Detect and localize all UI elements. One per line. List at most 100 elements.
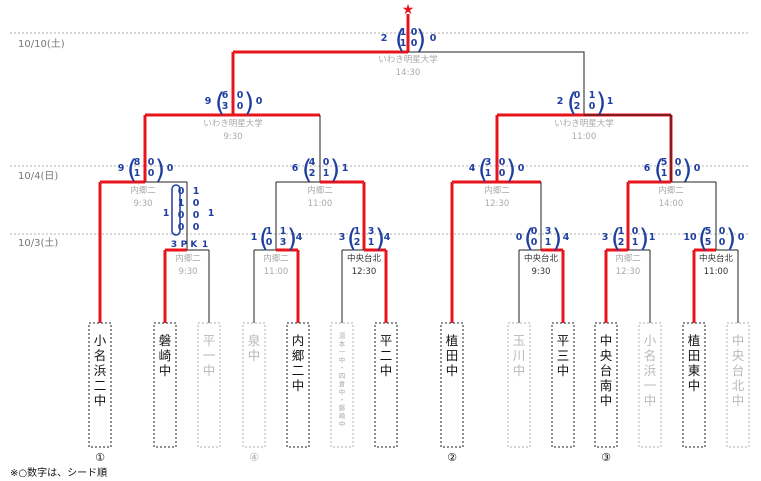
r1-5-time: 12:30 <box>616 267 641 277</box>
sf2-h2-right: 0 <box>589 101 596 112</box>
final-h1-right: 0 <box>411 27 418 38</box>
score-r1-2: 1 ( 1 1 0 3 ) 4 <box>251 224 303 254</box>
score-final: 2 ( 1 0 1 0 ) 0 <box>381 25 437 55</box>
score-qf2: 6 ( 4 0 2 1 ) 1 <box>292 155 349 185</box>
team-boxes <box>88 322 750 448</box>
r1-3-right-score: 4 <box>384 232 391 243</box>
qf1-right-score: 0 <box>167 163 174 174</box>
paren-right-icon: ) <box>639 224 649 254</box>
r1-1-h1-left: 0 <box>178 186 185 197</box>
bracket-lines <box>98 14 739 323</box>
qf1-h2-right: 0 <box>148 168 155 179</box>
qf3-h1-right: 0 <box>499 157 506 168</box>
sf1-h1-left: 6 <box>222 90 229 101</box>
team-label: 平三中 <box>557 333 570 378</box>
r1-6-h2-right: 0 <box>719 237 726 248</box>
score-qf3: 4 ( 3 0 1 0 ) 0 <box>469 155 525 185</box>
paren-right-icon: ) <box>375 224 385 254</box>
qf4-time: 14:00 <box>659 199 684 209</box>
paren-left-icon: ( <box>698 224 708 254</box>
team-names: 小名浜二中 磐崎中 平一中 泉中 内郷二中 湯本一中・四倉中・磐崎中 平二中 植… <box>94 331 745 428</box>
r1-1-et2-left: 0 <box>178 222 185 233</box>
seed-note: ※○数字は、シード順 <box>10 466 107 479</box>
r1-3-venue: 中央台北 <box>347 253 382 264</box>
qf1-h2-left: 1 <box>134 168 141 179</box>
qf1-h1-right: 0 <box>148 157 155 168</box>
qf3-h1-left: 3 <box>485 157 492 168</box>
r1-1-et2-right: 0 <box>193 222 200 233</box>
paren-left-icon: ( <box>611 224 621 254</box>
r1-4-h2-left: 0 <box>531 237 538 248</box>
sf1-left-score: 9 <box>205 96 212 107</box>
r1-3-time: 12:30 <box>352 267 377 277</box>
qf1-h1-left: 8 <box>134 157 141 168</box>
qf4-right-score: 0 <box>694 163 701 174</box>
final-left-score: 2 <box>381 33 388 44</box>
r1-2-time: 11:00 <box>264 267 289 277</box>
qf4-left-score: 6 <box>644 163 651 174</box>
r1-6-right-score: 0 <box>738 232 745 243</box>
r1-1-et1-right: 0 <box>193 210 200 221</box>
score-r1-1: 1 0 1 1 0 0 0 0 0 1 3 P K 1 <box>163 184 214 250</box>
score-r1-6: 10 ( 5 0 5 0 ) 0 <box>683 224 744 254</box>
qf2-h1-left: 4 <box>309 157 316 168</box>
qf2-venue: 内郷二 <box>307 185 333 196</box>
sf2-time: 11:00 <box>572 132 597 142</box>
sf2-h1-left: 0 <box>574 90 581 101</box>
sf1-h1-right: 0 <box>237 90 244 101</box>
team-label: 中央台北中 <box>732 333 745 408</box>
sf2-right-score: 1 <box>607 96 614 107</box>
sf2-left-score: 2 <box>557 96 564 107</box>
sf1-h2-right: 0 <box>237 101 244 112</box>
seed-1: ① <box>95 451 105 464</box>
r1-4-venue: 中央台北 <box>524 253 559 264</box>
final-h2-right: 0 <box>411 38 418 49</box>
date-round1: 10/3(土) <box>18 236 58 249</box>
sf1-venue: いわき明星大学 <box>203 118 263 129</box>
r1-5-h2-left: 2 <box>618 237 625 248</box>
r1-3-h1-right: 3 <box>368 226 375 237</box>
score-sf1: 9 ( 6 0 3 0 ) 0 <box>205 88 263 118</box>
score-r1-4: 0 ( 0 3 0 1 ) 4 <box>516 224 570 254</box>
qf4-h1-left: 5 <box>661 157 668 168</box>
r1-6-left-score: 10 <box>683 232 697 243</box>
r1-4-h1-right: 3 <box>545 226 552 237</box>
qf1-venue: 内郷二 <box>130 185 156 196</box>
sf1-right-score: 0 <box>256 96 263 107</box>
r1-5-venue: 内郷二 <box>615 253 641 264</box>
qf3-h2-right: 0 <box>499 168 506 179</box>
r1-5-h1-right: 0 <box>632 226 639 237</box>
r1-5-left-score: 3 <box>602 232 609 243</box>
qf3-left-score: 4 <box>469 163 476 174</box>
team-label: 植田東中 <box>688 333 701 393</box>
qf2-left-score: 6 <box>292 163 299 174</box>
qf3-h2-left: 1 <box>485 168 492 179</box>
final-venue: いわき明星大学 <box>378 54 438 65</box>
r1-1-h2-left: 1 <box>178 198 185 209</box>
final-right-score: 0 <box>430 33 437 44</box>
r1-4-time: 9:30 <box>531 267 550 277</box>
r1-4-left-score: 0 <box>516 232 523 243</box>
sf1-h2-left: 3 <box>222 101 229 112</box>
r1-2-venue: 内郷二 <box>263 253 289 264</box>
paren-right-icon: ) <box>287 224 297 254</box>
team-label: 湯本一中・四倉中・磐崎中 <box>339 331 346 428</box>
paren-left-icon: ( <box>654 155 664 185</box>
qf3-right-score: 0 <box>518 163 525 174</box>
paren-right-icon: ) <box>155 155 165 185</box>
qf2-right-score: 1 <box>342 163 349 174</box>
r1-6-h2-left: 5 <box>705 237 712 248</box>
seed-2: ② <box>447 451 457 464</box>
final-h1-left: 1 <box>400 27 407 38</box>
r1-2-h2-right: 3 <box>280 237 287 248</box>
champion-star-icon: ★ <box>402 2 415 18</box>
final-time: 14:30 <box>396 68 421 78</box>
r1-5-h2-right: 1 <box>632 237 639 248</box>
qf3-time: 12:30 <box>485 199 510 209</box>
team-label: 中央台南中 <box>600 333 613 408</box>
qf3-venue: 内郷二 <box>484 185 510 196</box>
r1-6-h1-right: 0 <box>719 226 726 237</box>
qf2-h1-right: 0 <box>323 157 330 168</box>
r1-3-h2-left: 2 <box>354 237 361 248</box>
r1-1-venue: 内郷二 <box>175 253 201 264</box>
